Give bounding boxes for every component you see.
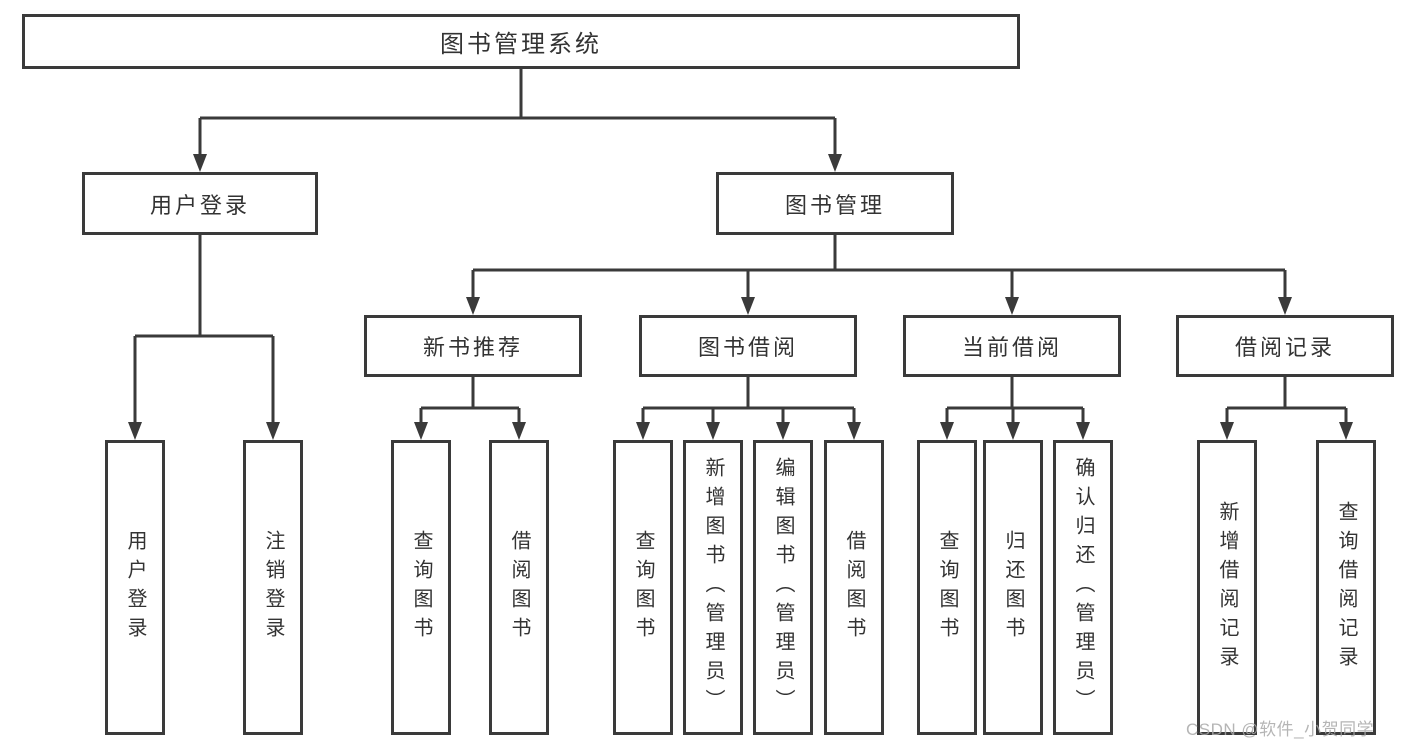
node-leaf-nb-borrow-books: 借阅图书 — [489, 440, 549, 735]
node-leaf-logout-login: 注销登录 — [243, 440, 303, 735]
node-leaf-nb-query-books: 查询图书 — [391, 440, 451, 735]
node-leaf-logout-login-label: 注销登录 — [262, 529, 284, 646]
node-leaf-bb-query-books: 查询图书 — [613, 440, 673, 735]
node-leaf-user-login: 用户登录 — [105, 440, 165, 735]
node-book-management: 图书管理 — [716, 172, 954, 235]
node-book-borrowing: 图书借阅 — [639, 315, 857, 377]
node-user-login: 用户登录 — [82, 172, 318, 235]
node-leaf-nb-borrow-books-label: 借阅图书 — [508, 529, 530, 646]
node-leaf-cb-return-books-label: 归还图书 — [1002, 529, 1024, 646]
node-new-book-recommend-label: 新书推荐 — [422, 335, 523, 360]
edge-lines — [133, 68, 1348, 423]
node-leaf-user-login-label: 用户登录 — [124, 529, 146, 646]
node-current-borrowing: 当前借阅 — [903, 315, 1121, 377]
node-book-borrowing-label: 图书借阅 — [697, 335, 798, 360]
node-leaf-cb-query-books: 查询图书 — [917, 440, 977, 735]
node-leaf-cb-confirm-return-admin: 确认归还（管理员） — [1053, 440, 1113, 735]
node-new-book-recommend: 新书推荐 — [364, 315, 582, 377]
node-borrowing-records: 借阅记录 — [1176, 315, 1394, 377]
node-leaf-bb-borrow-books-label: 借阅图书 — [843, 529, 865, 646]
node-user-login-label: 用户登录 — [149, 192, 250, 218]
node-leaf-bb-borrow-books: 借阅图书 — [824, 440, 884, 735]
node-borrowing-records-label: 借阅记录 — [1234, 335, 1335, 360]
node-leaf-bb-edit-books-admin-label: 编辑图书（管理员） — [772, 457, 794, 718]
node-leaf-br-add-record: 新增借阅记录 — [1197, 440, 1257, 735]
node-leaf-cb-return-books: 归还图书 — [983, 440, 1043, 735]
node-library-management-system: 图书管理系统 — [22, 14, 1020, 69]
node-leaf-bb-add-books-admin-label: 新增图书（管理员） — [702, 457, 724, 718]
node-leaf-br-add-record-label: 新增借阅记录 — [1216, 500, 1238, 675]
node-leaf-nb-query-books-label: 查询图书 — [410, 529, 432, 646]
node-leaf-bb-query-books-label: 查询图书 — [632, 529, 654, 646]
node-current-borrowing-label: 当前借阅 — [961, 335, 1062, 360]
node-leaf-cb-confirm-return-admin-label: 确认归还（管理员） — [1072, 457, 1094, 718]
node-leaf-bb-add-books-admin: 新增图书（管理员） — [683, 440, 743, 735]
node-leaf-bb-edit-books-admin: 编辑图书（管理员） — [753, 440, 813, 735]
node-library-management-system-label: 图书管理系统 — [440, 31, 602, 58]
node-leaf-br-query-record: 查询借阅记录 — [1316, 440, 1376, 735]
node-leaf-br-query-record-label: 查询借阅记录 — [1335, 500, 1357, 675]
node-book-management-label: 图书管理 — [784, 192, 885, 218]
csdn-watermark: CSDN @软件_小贺同学 — [1186, 720, 1375, 739]
node-leaf-cb-query-books-label: 查询图书 — [936, 529, 958, 646]
